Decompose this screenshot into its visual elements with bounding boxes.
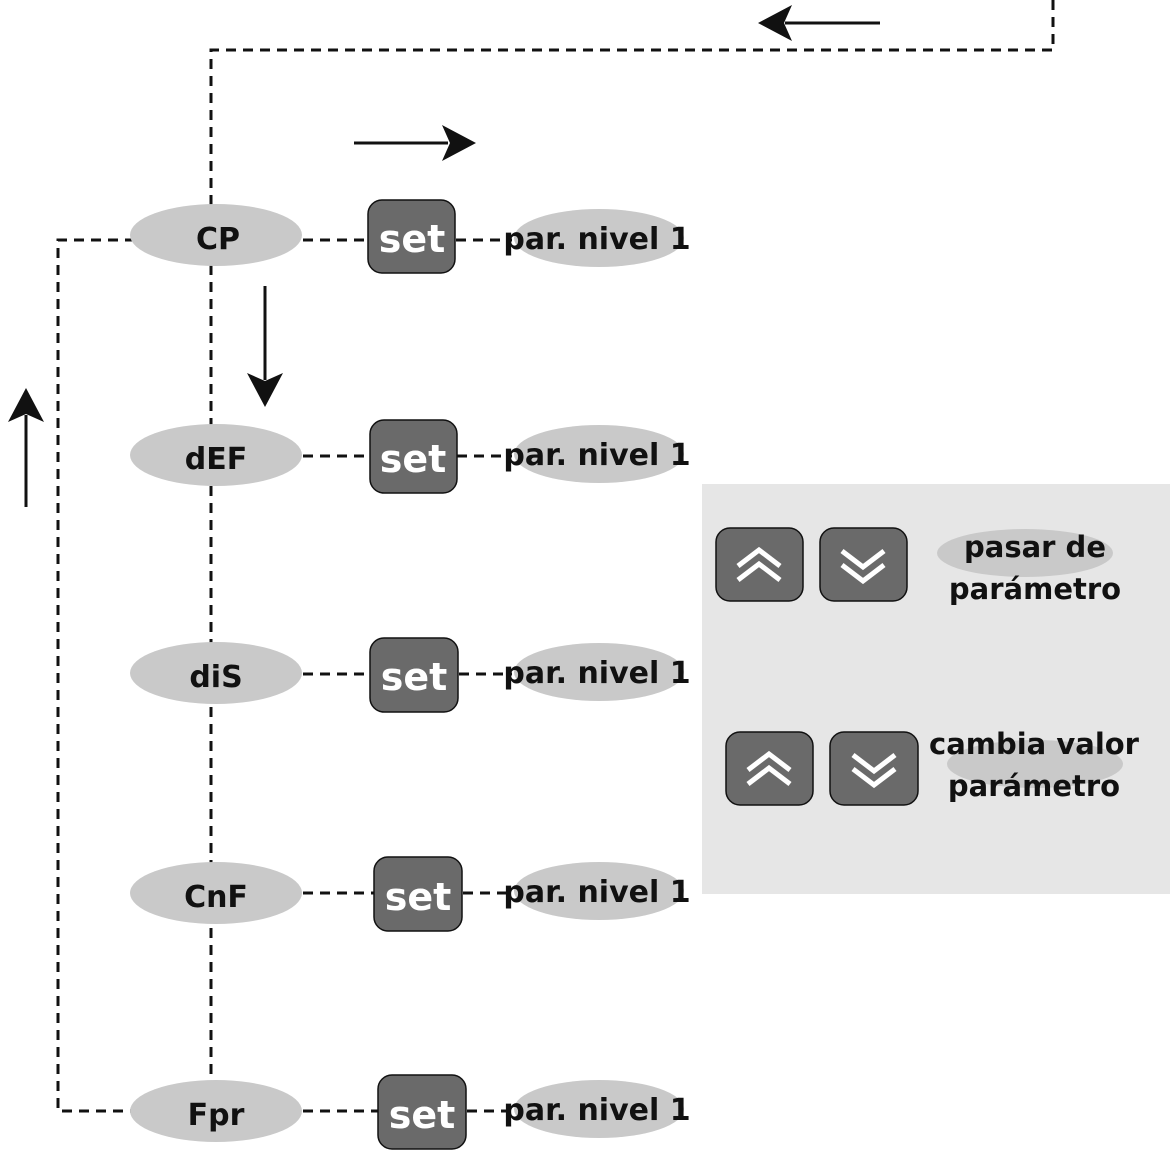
param-oval xyxy=(514,425,684,483)
set-button[interactable] xyxy=(377,1074,467,1150)
param-oval xyxy=(514,1080,684,1138)
menu-oval[interactable] xyxy=(130,862,302,924)
param-oval xyxy=(514,643,684,701)
set-button-label: set xyxy=(385,875,452,919)
param-oval xyxy=(514,862,684,920)
menu-row-cnf: CnF set par. nivel 1 xyxy=(130,856,691,932)
menu-oval[interactable] xyxy=(130,204,302,266)
menu-row-fpr: Fpr set par. nivel 1 xyxy=(130,1074,691,1150)
menu-oval[interactable] xyxy=(130,424,302,486)
param-label: par. nivel 1 xyxy=(503,656,690,691)
arrow-left-icon xyxy=(758,5,880,41)
set-button[interactable] xyxy=(373,856,463,932)
menu-oval[interactable] xyxy=(130,642,302,704)
menu-row-cp: CP set par. nivel 1 xyxy=(130,199,691,274)
double-chevron-up-icon xyxy=(746,750,792,786)
legend-row-change-value: cambia valor parámetro xyxy=(725,727,1140,806)
direction-arrows xyxy=(8,5,880,507)
legend-row-navigate: pasar de parámetro xyxy=(715,527,1121,606)
menu-row-dis: diS set par. nivel 1 xyxy=(130,637,691,713)
set-button[interactable] xyxy=(367,199,456,274)
set-button-label: set xyxy=(380,437,447,481)
param-label: par. nivel 1 xyxy=(503,222,690,257)
menu-code: dEF xyxy=(185,442,247,477)
param-oval xyxy=(514,209,684,267)
arrow-down-icon xyxy=(247,286,283,407)
param-label: par. nivel 1 xyxy=(503,438,690,473)
menu-code: CP xyxy=(196,222,240,257)
set-button-label: set xyxy=(381,655,448,699)
menu-oval[interactable] xyxy=(130,1080,302,1142)
arrow-up-icon xyxy=(8,388,44,507)
double-chevron-down-icon xyxy=(851,753,897,789)
legend-text-line1: pasar de xyxy=(964,530,1106,564)
set-button[interactable] xyxy=(369,419,458,494)
legend-text-line2: parámetro xyxy=(948,769,1120,803)
legend-oval xyxy=(947,740,1123,788)
set-button[interactable] xyxy=(369,637,459,713)
double-chevron-up-icon xyxy=(736,546,782,582)
legend-text-line2: parámetro xyxy=(949,572,1121,606)
menu-code: CnF xyxy=(184,880,248,915)
param-label: par. nivel 1 xyxy=(503,1093,690,1128)
menu-row-def: dEF set par. nivel 1 xyxy=(130,419,691,494)
double-chevron-down-icon xyxy=(840,549,886,585)
set-button-label: set xyxy=(379,217,446,261)
legend-oval xyxy=(937,529,1113,577)
menu-code: diS xyxy=(189,660,242,695)
set-button-label: set xyxy=(389,1093,456,1137)
param-label: par. nivel 1 xyxy=(503,875,690,910)
top-return-line xyxy=(209,0,1055,210)
left-loop-line xyxy=(56,238,135,1113)
menu-code: Fpr xyxy=(188,1098,245,1133)
legend-text-line1: cambia valor xyxy=(929,727,1140,761)
arrow-right-icon xyxy=(354,125,476,161)
